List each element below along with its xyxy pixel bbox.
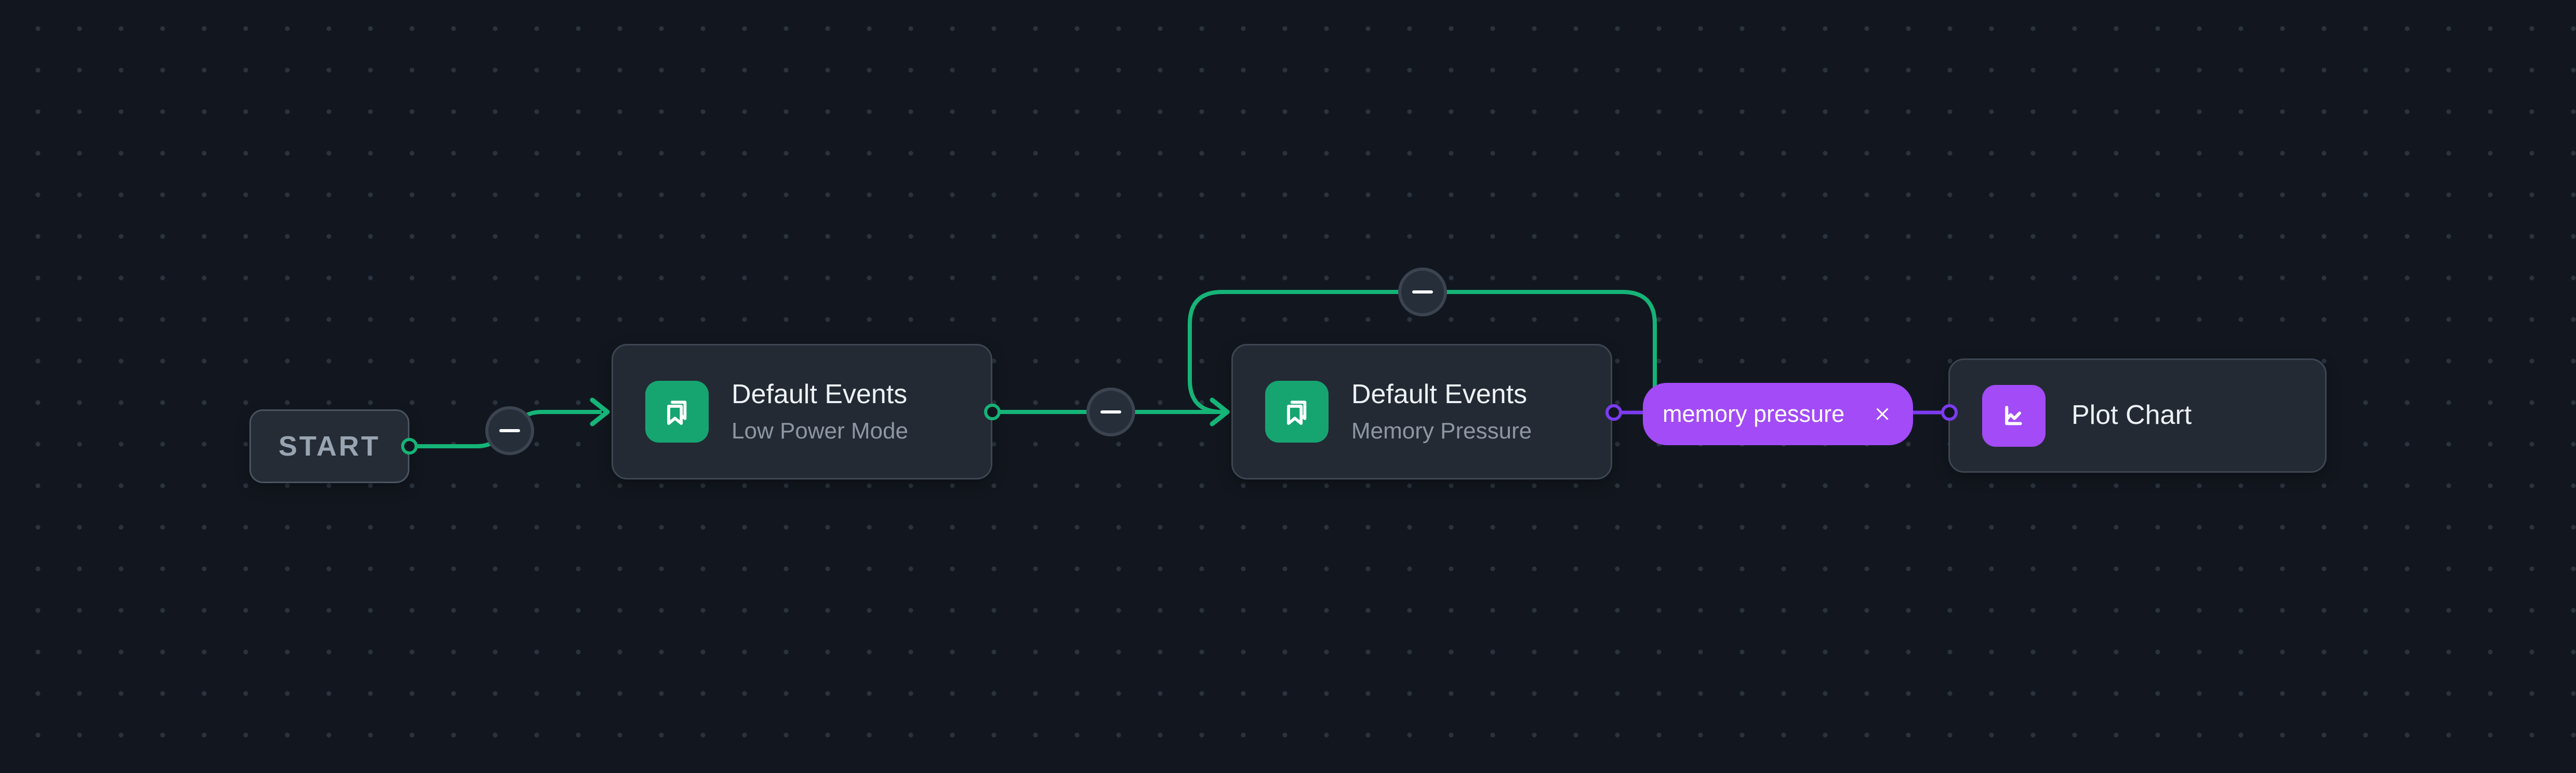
edge-label-text: memory pressure [1663,401,1845,427]
node-start[interactable]: START [249,409,409,483]
bookmarks-icon [1265,381,1329,443]
node-low-power-mode[interactable]: Default Events Low Power Mode [612,344,992,479]
node-title: Default Events [1351,379,1528,410]
bookmarks-icon [645,381,709,443]
node-memory-pressure[interactable]: Default Events Memory Pressure [1231,344,1612,479]
node-subtitle: Low Power Mode [732,418,908,444]
node-subtitle: Memory Pressure [1351,418,1532,444]
node-title: Default Events [732,379,908,410]
arrowhead-icon [1210,397,1230,427]
remove-edge-button-minus-icon[interactable] [485,406,534,455]
edge-label-memory-pressure[interactable]: memory pressure [1643,383,1913,445]
node-title: Plot Chart [2072,400,2192,431]
minus-icon [1412,290,1433,294]
arrowhead-icon [590,397,610,427]
x-icon[interactable] [1873,404,1892,424]
line-chart-icon [1982,384,2046,447]
node-plot-chart[interactable]: Plot Chart [1948,358,2327,473]
remove-edge-button-minus-icon[interactable] [1086,388,1135,436]
start-node-label: START [278,431,380,462]
minus-icon [499,429,520,432]
minus-icon [1100,410,1121,414]
remove-edge-button-minus-icon[interactable] [1398,268,1447,316]
